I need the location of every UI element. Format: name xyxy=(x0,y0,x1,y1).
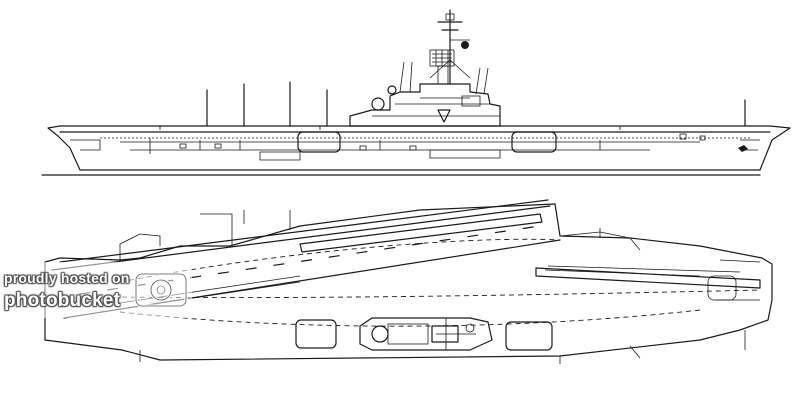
antenna-masts xyxy=(206,61,746,127)
flight-deck-outline xyxy=(44,203,773,361)
catapults xyxy=(299,213,761,289)
deck-elevator-1 xyxy=(295,319,337,349)
mast xyxy=(429,9,471,85)
side-elevator-fwd xyxy=(297,131,341,153)
island-plan xyxy=(359,317,493,351)
deck-elevator-2 xyxy=(505,321,553,351)
watermark-line2: photobucket xyxy=(4,290,121,311)
side-elevator-aft xyxy=(511,131,557,153)
watermark-line1: proudly hosted on xyxy=(4,270,130,286)
photobucket-camera-icon xyxy=(134,272,188,308)
side-profile xyxy=(41,9,791,176)
hull-side xyxy=(47,125,791,171)
island xyxy=(349,49,501,127)
